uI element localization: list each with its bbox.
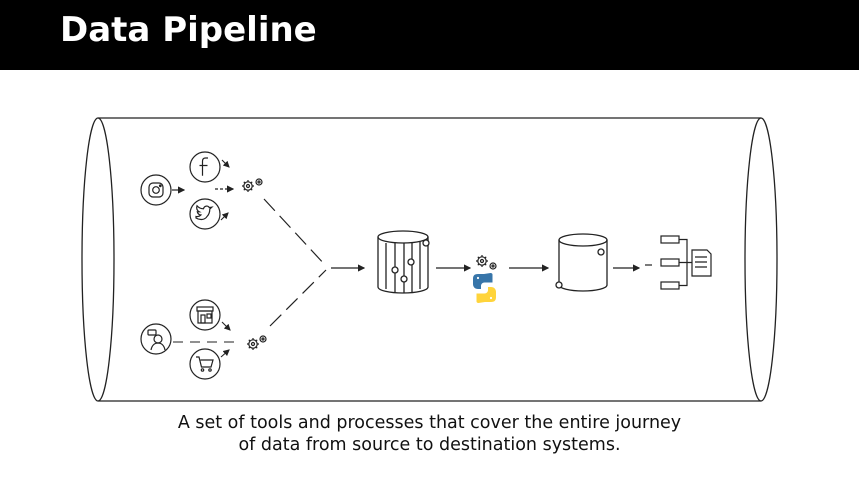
shopping-cart-icon xyxy=(189,348,221,380)
customer-support-icon xyxy=(140,323,172,355)
instagram-icon xyxy=(140,174,172,206)
store-arrow xyxy=(221,321,231,331)
pipeline-cylinder-icon xyxy=(81,117,778,402)
gears-icon xyxy=(242,178,263,192)
twitter-icon xyxy=(189,198,221,230)
twitter-arrow xyxy=(220,212,229,221)
caption: A set of tools and processes that cover … xyxy=(0,412,859,456)
gears-icon xyxy=(476,255,497,270)
caption-line-2: of data from source to destination syste… xyxy=(238,435,621,455)
cart-arrow xyxy=(220,349,230,358)
caption-line-1: A set of tools and processes that cover … xyxy=(177,413,682,433)
database-icon xyxy=(555,233,608,292)
facebook-icon xyxy=(189,151,221,183)
python-icon xyxy=(473,273,496,303)
converging-lines xyxy=(263,198,327,327)
report-hierarchy-icon xyxy=(660,235,712,290)
data-lake-icon xyxy=(377,230,430,294)
facebook-arrow xyxy=(221,159,230,168)
page-title: Data Pipeline xyxy=(60,10,317,50)
store-icon xyxy=(189,299,221,331)
title-bar: Data Pipeline xyxy=(0,0,859,70)
gears-icon xyxy=(247,335,267,350)
